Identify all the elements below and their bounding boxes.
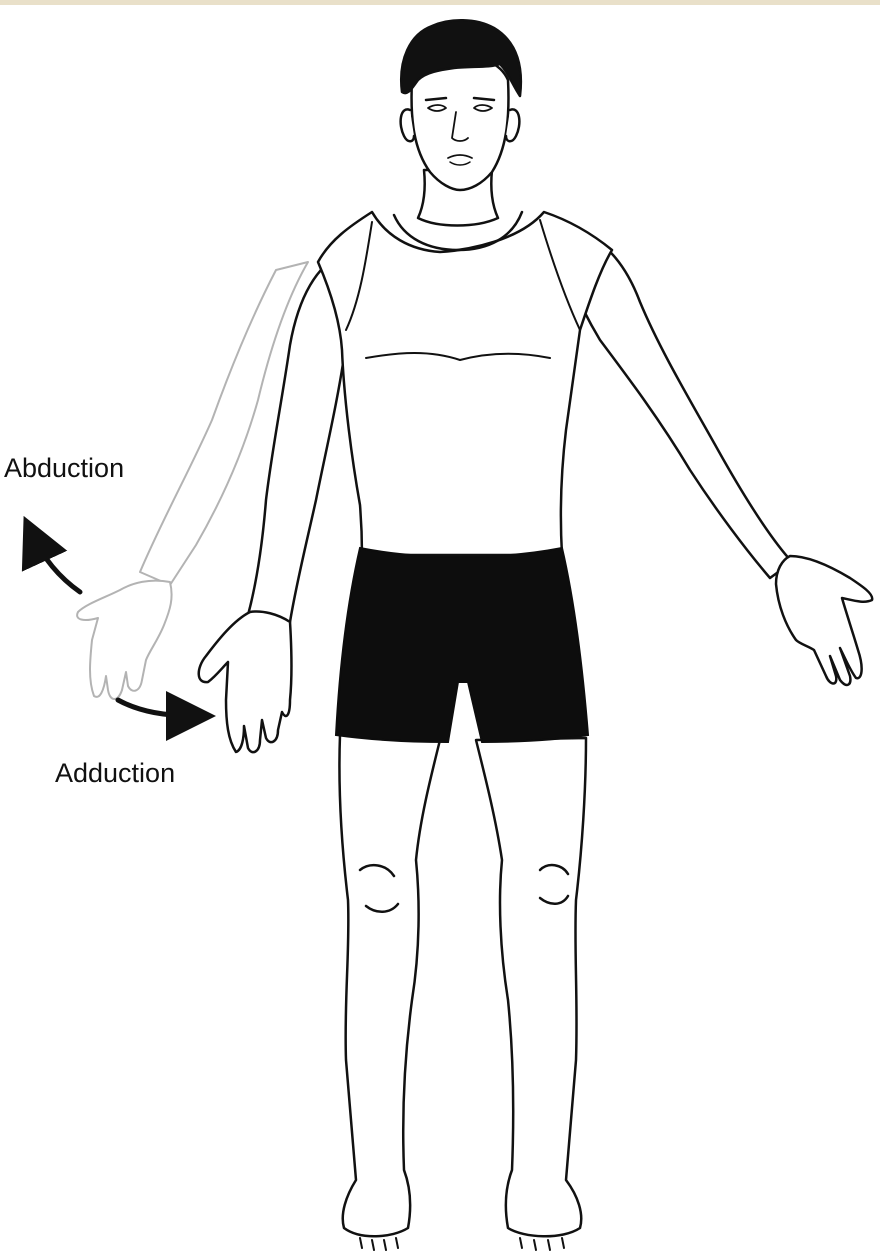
adduction-label: Adduction <box>55 760 175 787</box>
torso <box>318 212 612 555</box>
abduction-label: Abduction <box>4 455 124 482</box>
abduction-arrow-icon <box>32 534 80 592</box>
left-arm <box>560 225 872 685</box>
adduction-arrow-icon <box>118 700 196 716</box>
shorts <box>336 548 588 742</box>
legs <box>339 735 586 1250</box>
head <box>401 20 521 190</box>
